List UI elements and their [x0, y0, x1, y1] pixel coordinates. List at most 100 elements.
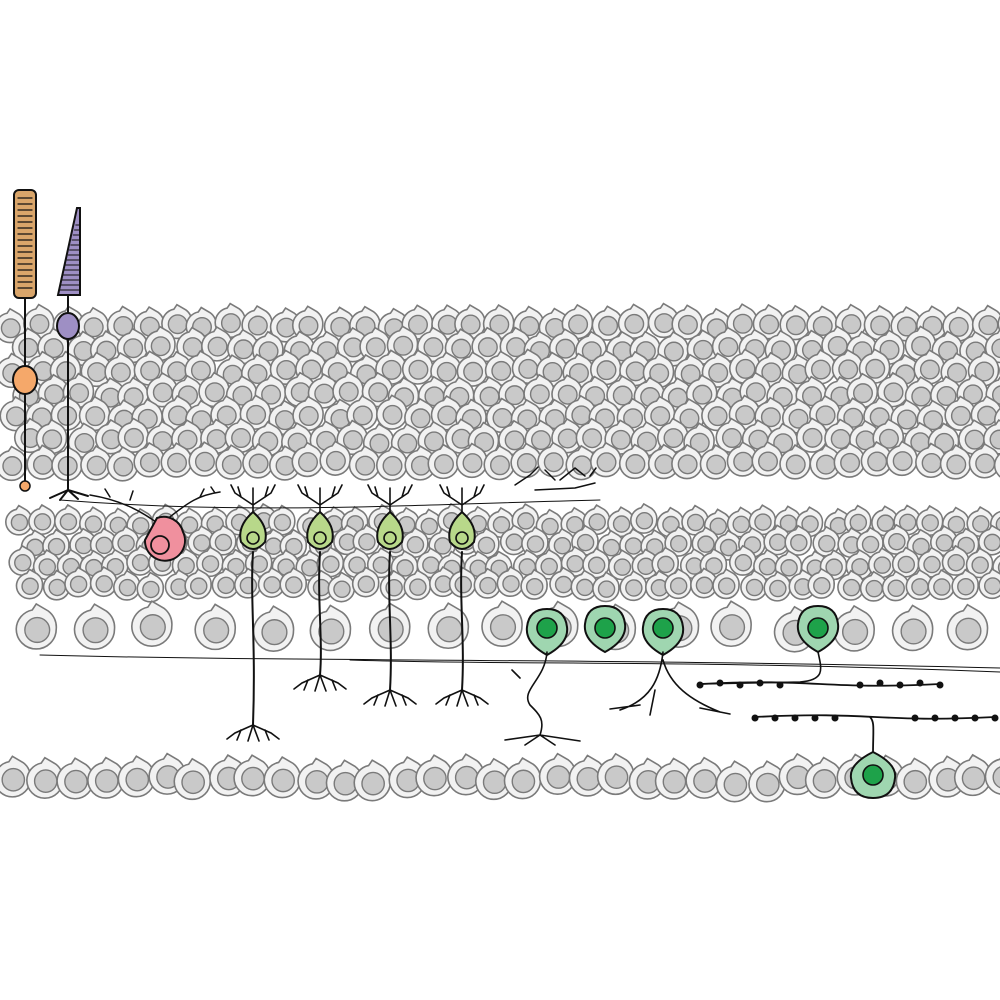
cell-nucleus	[95, 536, 113, 555]
cell-nucleus	[818, 534, 836, 553]
cell-nucleus	[851, 558, 869, 576]
cell-nucleus	[892, 451, 913, 472]
cell-nucleus	[542, 362, 563, 383]
cell-nucleus	[718, 614, 746, 641]
retinal-cell	[592, 571, 620, 603]
retinal-cell	[106, 446, 139, 482]
cell-nucleus	[42, 429, 63, 450]
cell-nucleus	[298, 315, 319, 336]
cell-nucleus	[663, 428, 684, 449]
cell-nucleus	[516, 453, 537, 474]
retinal-cell	[726, 441, 759, 477]
bipolar-cell-nucleus	[455, 531, 469, 545]
cell-nucleus	[491, 360, 512, 381]
cell-nucleus	[517, 409, 538, 430]
retinal-cell	[833, 442, 866, 478]
cell-nucleus	[983, 577, 1000, 595]
cell-nucleus	[131, 517, 150, 535]
cell-nucleus	[312, 578, 331, 597]
ganglion-cell-layer	[0, 752, 1000, 803]
retinal-cell	[353, 759, 392, 802]
cell-nucleus	[504, 430, 525, 451]
cell-nucleus	[451, 338, 472, 359]
cell-nucleus	[625, 579, 643, 597]
inner-nuclear-layer	[4, 502, 1000, 653]
retinal-cell	[80, 445, 112, 481]
amacrine-process	[699, 651, 822, 685]
bipolar-axon-terminal	[293, 674, 347, 692]
cell-nucleus	[769, 579, 787, 598]
cell-nucleus	[911, 578, 929, 596]
cell-nucleus	[602, 538, 621, 557]
retinal-cell	[447, 753, 485, 796]
cell-nucleus	[745, 382, 766, 403]
cell-nucleus	[961, 766, 986, 791]
rod-outer-segment	[56, 207, 81, 296]
cell-nucleus	[142, 580, 160, 599]
axon-bead	[791, 714, 799, 722]
axon-bead	[736, 681, 744, 689]
retinal-cell	[763, 524, 791, 556]
cell-nucleus	[852, 383, 873, 404]
cell-nucleus	[118, 578, 137, 597]
cell-nucleus	[936, 386, 957, 407]
outer-nuclear-layer	[0, 302, 1000, 482]
cell-nucleus	[216, 405, 237, 426]
axon-bead	[971, 714, 979, 722]
retinal-cell	[263, 755, 302, 799]
cell-nucleus	[502, 575, 520, 593]
cell-nucleus	[974, 361, 995, 382]
cell-nucleus	[790, 533, 808, 552]
retinal-cell	[993, 453, 1000, 478]
horizontal-cell-nucleus	[150, 535, 170, 555]
cell-nucleus	[662, 769, 687, 794]
cell-nucleus	[396, 559, 414, 577]
retinal-cell	[891, 546, 920, 578]
rod-axon	[49, 338, 89, 501]
cell-nucleus	[654, 313, 675, 334]
retinal-cell	[42, 569, 71, 601]
cell-nucleus	[489, 614, 517, 641]
cell-body	[993, 453, 1000, 478]
cell-nucleus	[525, 577, 544, 596]
cell-nucleus	[410, 408, 431, 429]
cell-nucleus	[964, 429, 985, 450]
cell-nucleus	[657, 555, 675, 574]
cell-nucleus	[597, 580, 616, 598]
cell-nucleus	[86, 455, 107, 476]
cell-nucleus	[785, 454, 806, 475]
cell-nucleus	[679, 408, 700, 429]
axon-bead	[916, 679, 924, 687]
retinal-cell	[710, 600, 752, 647]
bipolar-cell-nucleus	[246, 531, 260, 545]
cell-nucleus	[878, 428, 899, 449]
retinal-cell	[160, 442, 193, 478]
cell-nucleus	[276, 359, 297, 380]
cell-nucleus	[625, 361, 646, 382]
amacrine-dendrites	[504, 651, 581, 746]
retinal-cell	[136, 571, 165, 603]
retinal-cell	[15, 602, 58, 650]
retinal-cell	[291, 441, 324, 478]
retinal-cell	[788, 568, 817, 601]
retinal-cell	[239, 394, 272, 430]
cell-nucleus	[189, 577, 208, 595]
cell-nucleus	[604, 765, 629, 790]
retinal-cell	[895, 757, 934, 800]
cell-nucleus	[273, 513, 292, 532]
cell-nucleus	[489, 314, 510, 335]
cell-nucleus	[948, 316, 969, 337]
retinal-cell	[651, 546, 679, 578]
cell-nucleus	[69, 575, 88, 594]
bipolar-dendrites	[297, 484, 343, 521]
cell-nucleus	[780, 559, 798, 577]
cell-nucleus	[248, 453, 269, 474]
bipolar-axon-terminal	[435, 689, 489, 707]
cell-nucleus	[38, 558, 57, 576]
retinal-cell	[571, 524, 599, 556]
cell-nucleus	[957, 577, 975, 596]
retinal-cell	[430, 394, 463, 431]
retinal-cell	[131, 600, 173, 647]
